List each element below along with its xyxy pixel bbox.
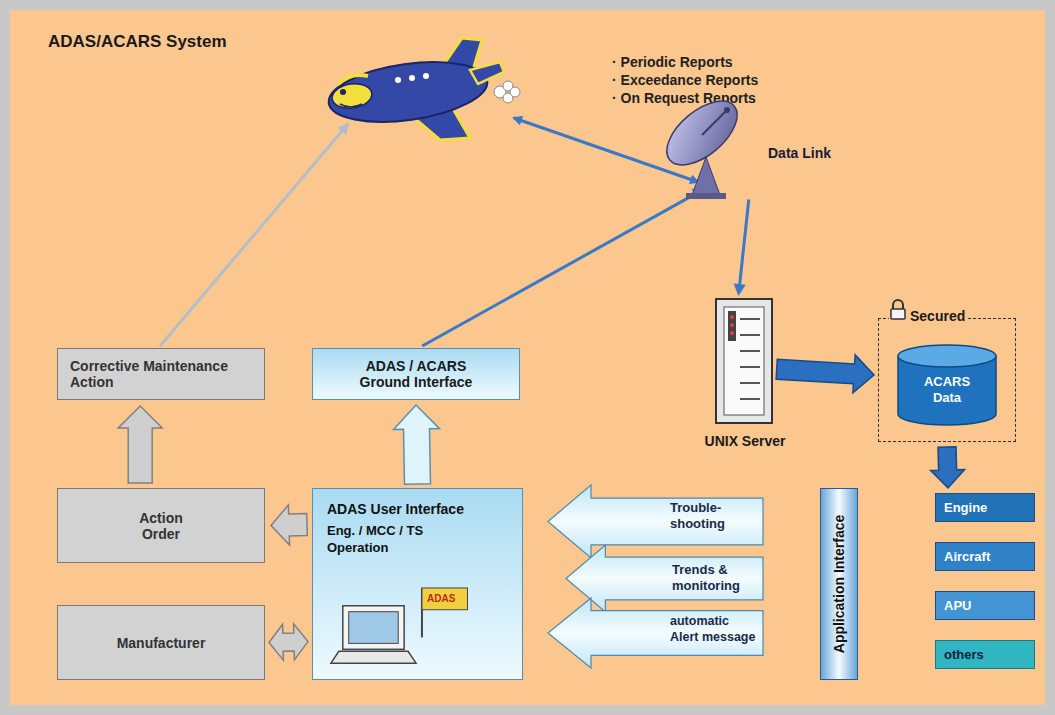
system-box: Engine [935,493,1035,522]
node-text: ADAS [427,593,455,604]
server-icon-part-part-part [740,398,760,400]
secured-region-part-part [889,299,907,321]
block-arrow [776,355,874,393]
airplane-part-part [494,86,506,98]
datalink-dish-part-part [702,111,726,135]
server-icon-part-part-part [740,318,760,320]
report-label: · On Request Reports [612,90,756,106]
user-interface-box-part-part [331,651,416,663]
input-arrow: automatic Alert message [548,598,763,668]
server-icon-part-part [728,311,736,341]
server-icon-part-part-part [740,382,760,384]
airplane-part-part [503,93,513,103]
application-bar: Application Interface [820,488,858,680]
server-icon-part-part [716,299,772,423]
datalink-dish-part-part [686,193,726,199]
airplane-part-part [510,87,520,97]
server-icon-part-part [724,307,764,415]
node-text: ACARS Data [897,374,997,406]
airplane-part [400,100,470,140]
airplane-part [440,38,482,80]
node-text: Manufacturer [117,635,206,651]
report-label: · Exceedance Reports [612,72,758,88]
action-box: Action Order [57,488,265,563]
input-arrow-part-part [548,598,763,668]
server-icon-part-part [730,323,734,327]
interface-box: ADAS / ACARS Ground Interface [312,348,520,400]
block-arrow [118,406,162,483]
node-text: ADAS User Interface [327,501,464,517]
server-icon-part-part-part [740,366,760,368]
node-text: Trends & monitoring [672,562,758,594]
airplane-part [340,89,346,95]
node-text: Action Order [126,510,196,542]
diagram-title: ADAS/ACARS System [48,32,227,52]
block-arrow [931,447,965,488]
connector-line [422,193,696,346]
user-interface-box-part-part [422,588,468,610]
node-text: Engine [944,500,987,515]
airplane-part [331,81,374,110]
airplane-part [338,75,368,84]
partner-box: Manufacturer [57,605,265,680]
database-cylinder-part-part [898,345,996,367]
node-text: automatic Alert message [670,613,760,645]
datalink-dish-part-part [656,89,749,177]
user-interface-box-part-part [343,606,404,650]
input-arrow-part-part [548,485,763,558]
airplane-part [325,53,491,131]
node-text: Eng. / MCC / TS Operation [327,522,477,556]
block-arrow [271,505,307,545]
secured-region-part-part [893,300,903,309]
user-interface-box-part [313,489,522,679]
secured-region-part [889,299,907,321]
connector-line [739,200,748,287]
system-box: Aircraft [935,542,1035,571]
server-icon-part-part-part [740,334,760,336]
arrow-head [734,283,746,296]
block-arrow [394,405,440,484]
node-text: UNIX Server [690,433,800,449]
secured-region-part-part [891,309,905,319]
airplane-part [494,81,520,103]
airplane-part [395,77,401,83]
node-text: ADAS / ACARS Ground Interface [351,358,481,390]
system-box: APU [935,591,1035,620]
airplane-part [409,75,415,81]
input-arrow-part-part [566,545,763,612]
airplane-part-part [503,81,513,91]
node-text: Aircraft [944,549,990,564]
node-text: APU [944,598,971,613]
block-arrow [269,624,308,660]
input-arrow: Trends & monitoring [566,545,763,612]
datalink-dish: Data Link [650,95,840,205]
server-icon-part-part [740,319,760,399]
user-interface-box: ADAS User InterfaceEng. / MCC / TS Opera… [312,488,523,680]
node-text: Application Interface [831,515,847,653]
maintenance-line [160,124,348,346]
server-icon-part-part-part [740,350,760,352]
input-arrow: Trouble-shooting [548,485,763,558]
node-text: Data Link [768,145,831,161]
database-cylinder: ACARS Data [897,344,997,426]
node-text: others [944,647,984,662]
datalink-dish-part-part [724,107,730,113]
input-arrow-part [548,485,763,558]
server-icon-part-part [730,331,734,335]
report-label: · Periodic Reports [612,54,733,70]
airplane-part [470,62,504,84]
server-icon-part-part [730,315,734,319]
node-text: Secured [907,308,968,324]
airplane-part [423,73,429,79]
node-text: Trouble-shooting [670,500,752,532]
system-box: others [935,640,1035,669]
server-icon: UNIX Server [690,295,800,460]
secured-region: SecuredACARS Data [878,318,1016,442]
action-box: Corrective Maintenance Action [57,348,265,400]
user-interface-box-part-part [349,612,398,644]
airplane-part [340,104,362,107]
node-text: Corrective Maintenance Action [70,358,240,390]
airplane [325,38,520,140]
